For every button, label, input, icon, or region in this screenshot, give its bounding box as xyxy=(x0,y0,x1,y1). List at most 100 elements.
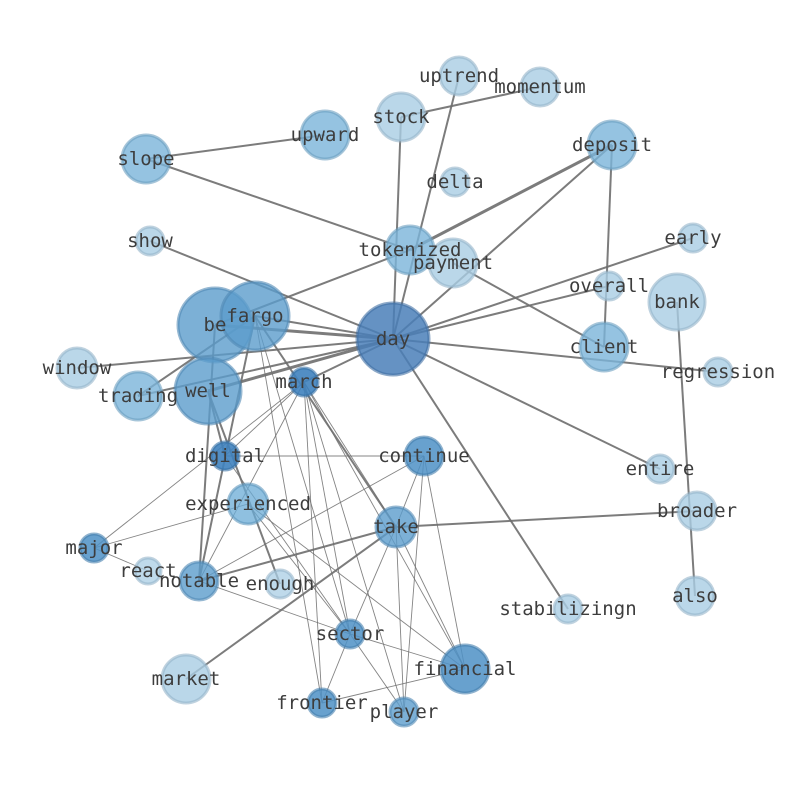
node-label-stabilizingn: stabilizingn xyxy=(499,598,636,620)
node-entire xyxy=(644,453,676,485)
node-frontier xyxy=(306,687,338,719)
edge-sector-player xyxy=(349,633,405,713)
node-label-delta: delta xyxy=(426,171,483,193)
node-deposit xyxy=(586,119,638,171)
node-label-frontier: frontier xyxy=(276,692,368,714)
node-label-regression: regression xyxy=(661,361,775,383)
edge-march-frontier xyxy=(303,381,323,704)
node-label-major: major xyxy=(65,537,122,559)
node-label-momentum: momentum xyxy=(494,76,586,98)
node-label-enough: enough xyxy=(246,573,315,595)
node-delta xyxy=(439,166,471,198)
edge-day-early xyxy=(392,237,694,340)
node-take xyxy=(374,505,418,549)
edge-experienced-sector xyxy=(247,503,351,635)
edge-march-take xyxy=(303,381,397,528)
edge-march-digital xyxy=(224,381,305,457)
edge-layer xyxy=(76,75,719,713)
edge-bank-also xyxy=(676,301,696,597)
node-label-day: day xyxy=(376,328,410,350)
node-sector xyxy=(334,618,366,650)
edge-experienced-major xyxy=(93,503,249,549)
node-label-broader: broader xyxy=(657,500,737,522)
edge-slope-tokenized xyxy=(145,158,411,251)
node-march xyxy=(288,366,320,398)
node-label-player: player xyxy=(370,701,439,723)
edge-day-entire xyxy=(392,338,661,470)
node-bank xyxy=(647,272,707,332)
node-notable xyxy=(178,560,220,602)
node-regression xyxy=(702,356,734,388)
node-react xyxy=(133,556,163,586)
node-label-notable: notable xyxy=(159,570,239,592)
node-label-show: show xyxy=(127,230,173,252)
node-label-overall: overall xyxy=(569,275,649,297)
edge-take-fargo xyxy=(254,315,397,528)
node-momentum xyxy=(519,66,561,108)
node-label-march: march xyxy=(275,371,332,393)
node-label-upward: upward xyxy=(291,124,360,146)
node-financial xyxy=(439,643,491,695)
node-label-experienced: experienced xyxy=(185,493,311,515)
node-client xyxy=(578,321,630,373)
node-label-slope: slope xyxy=(117,148,174,170)
edge-day-deposit xyxy=(392,144,613,340)
node-fargo xyxy=(219,280,291,352)
node-uptrend xyxy=(438,55,480,97)
node-overall xyxy=(593,270,625,302)
node-label-uptrend: uptrend xyxy=(419,65,499,87)
edge-take-financial xyxy=(395,526,466,670)
node-player xyxy=(388,696,420,728)
node-label-trading: trading xyxy=(98,385,178,407)
edge-notable-sector xyxy=(198,580,351,635)
node-label-well: well xyxy=(185,380,231,402)
node-experienced xyxy=(226,482,270,526)
edge-fargo-sector xyxy=(254,315,351,635)
node-label-fargo: fargo xyxy=(226,305,283,327)
node-label-bank: bank xyxy=(654,291,700,313)
edge-take-market xyxy=(185,526,397,680)
node-layer xyxy=(55,55,734,728)
node-label-deposit: deposit xyxy=(572,134,652,156)
node-slope xyxy=(120,133,172,185)
node-label-payment: payment xyxy=(413,252,493,274)
edge-take-notable xyxy=(198,526,397,582)
node-broader xyxy=(676,490,718,532)
node-trading xyxy=(112,370,164,422)
node-label-continue: continue xyxy=(378,445,470,467)
node-label-react: react xyxy=(119,560,176,582)
edge-continue-financial xyxy=(423,455,466,670)
node-also xyxy=(674,575,716,617)
node-label-market: market xyxy=(152,668,221,690)
edge-take-player xyxy=(395,526,405,713)
edge-march-major xyxy=(93,381,305,549)
node-label-be: be xyxy=(204,314,227,336)
node-early xyxy=(677,222,709,254)
node-label-stock: stock xyxy=(372,106,430,128)
edge-continue-player xyxy=(403,455,425,713)
node-well xyxy=(173,356,243,426)
edge-tokenized-deposit xyxy=(409,143,613,252)
node-label-sector: sector xyxy=(316,623,385,645)
node-window xyxy=(55,346,99,390)
node-day xyxy=(355,301,431,377)
edge-march-notable xyxy=(198,381,305,582)
node-label-digital: digital xyxy=(185,445,265,467)
edge-take-broader xyxy=(395,510,698,528)
node-label-tokenized: tokenized xyxy=(359,239,462,261)
node-label-client: client xyxy=(570,336,639,358)
edge-payment-client xyxy=(452,262,605,348)
node-stabilizingn xyxy=(552,593,584,625)
node-payment xyxy=(427,237,479,289)
node-upward xyxy=(299,109,351,161)
node-label-entire: entire xyxy=(626,458,695,480)
node-continue xyxy=(403,435,445,477)
edge-day-stabilizingn xyxy=(392,338,569,610)
node-show xyxy=(134,225,166,257)
edge-march-player xyxy=(303,381,405,713)
edge-continue-notable xyxy=(198,455,425,582)
edge-experienced-financial xyxy=(247,503,466,670)
edge-day-regression xyxy=(392,338,719,373)
